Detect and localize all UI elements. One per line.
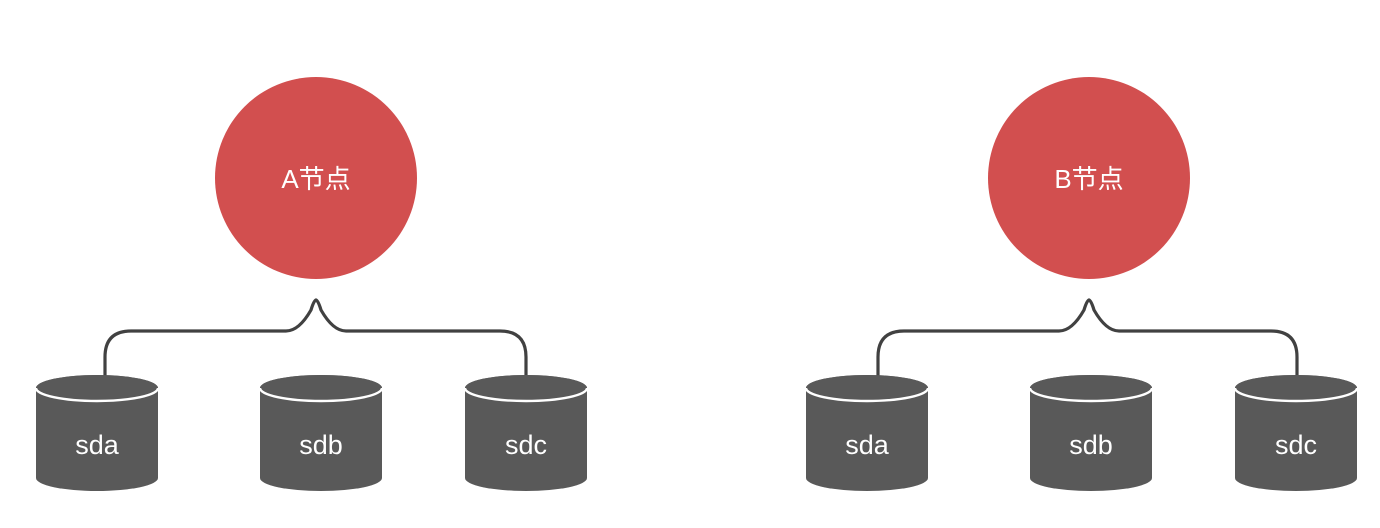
disk-top-ellipse (1235, 375, 1357, 401)
disk-body (806, 375, 928, 491)
disk-top-highlight (804, 387, 930, 403)
disk-top-ellipse (260, 375, 382, 401)
node-circle-a[interactable] (215, 77, 417, 279)
disk-a-1[interactable]: sdb (258, 375, 384, 491)
node-group-a: A节点 sda sdb sdc (34, 77, 589, 491)
node-group-b: B节点 sda sdb sdc (804, 77, 1359, 491)
disk-top-highlight (1233, 387, 1359, 403)
disk-label: sdc (505, 430, 547, 460)
disk-body (465, 375, 587, 491)
disk-label: sda (845, 430, 890, 460)
disk-top-highlight (34, 387, 160, 403)
disk-body (1235, 375, 1357, 491)
disk-body (260, 375, 382, 491)
disk-label: sdb (299, 430, 343, 460)
disk-top-ellipse (36, 375, 158, 401)
disk-label: sdb (1069, 430, 1113, 460)
disk-b-1[interactable]: sdb (1028, 375, 1154, 491)
disk-a-0[interactable]: sda (34, 375, 160, 491)
brace-a (103, 298, 528, 378)
disk-top-highlight (1028, 387, 1154, 403)
node-label-a: A节点 (281, 164, 350, 194)
disk-body (36, 375, 158, 491)
disk-label: sdc (1275, 430, 1317, 460)
disk-label: sda (75, 430, 120, 460)
disk-top-ellipse (1030, 375, 1152, 401)
node-label-b: B节点 (1054, 164, 1123, 194)
disk-body (1030, 375, 1152, 491)
disk-b-2[interactable]: sdc (1233, 375, 1359, 491)
disk-top-highlight (463, 387, 589, 403)
disk-top-highlight (258, 387, 384, 403)
brace-b-path (876, 298, 1299, 378)
disk-a-2[interactable]: sdc (463, 375, 589, 491)
disk-top-ellipse (465, 375, 587, 401)
brace-b (876, 298, 1299, 378)
disk-b-0[interactable]: sda (804, 375, 930, 491)
brace-a-path (103, 298, 528, 378)
node-circle-b[interactable] (988, 77, 1190, 279)
disk-top-ellipse (806, 375, 928, 401)
